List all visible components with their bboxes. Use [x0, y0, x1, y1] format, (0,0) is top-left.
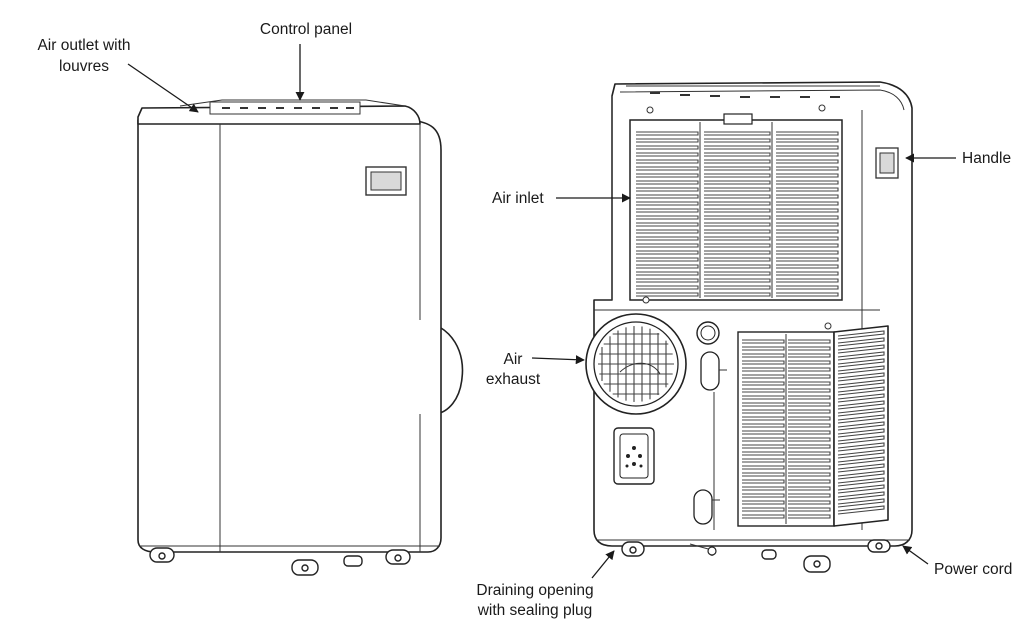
air-outlet-leader	[127, 63, 199, 113]
handle-label: Handle	[962, 150, 1011, 167]
label-handle: Handle	[905, 150, 1011, 167]
label-draining-opening: Draining opening with sealing plug	[476, 550, 615, 619]
label-power-cord: Power cord	[902, 545, 1012, 578]
back-view-unit	[585, 81, 913, 573]
draining-label-line2: with sealing plug	[477, 602, 593, 619]
air-inlet-label: Air inlet	[492, 190, 544, 207]
air-outlet-label-line1: Air outlet with	[37, 37, 130, 54]
air-outlet-label-line2: louvres	[59, 58, 109, 75]
draining-leader	[591, 550, 615, 579]
air-exhaust-leader	[531, 355, 585, 365]
power-cord-label: Power cord	[934, 561, 1012, 578]
label-air-outlet: Air outlet with louvres	[37, 37, 199, 113]
label-control-panel: Control panel	[260, 21, 352, 101]
air-exhaust-label-line1: Air	[504, 351, 523, 368]
label-air-exhaust: Air exhaust	[486, 351, 585, 388]
power-cord-leader	[902, 545, 929, 565]
draining-label-line1: Draining opening	[476, 582, 593, 599]
front-view-unit	[137, 99, 464, 576]
control-panel-label: Control panel	[260, 21, 352, 38]
air-exhaust-label-line2: exhaust	[486, 371, 541, 388]
label-air-inlet: Air inlet	[492, 190, 631, 207]
